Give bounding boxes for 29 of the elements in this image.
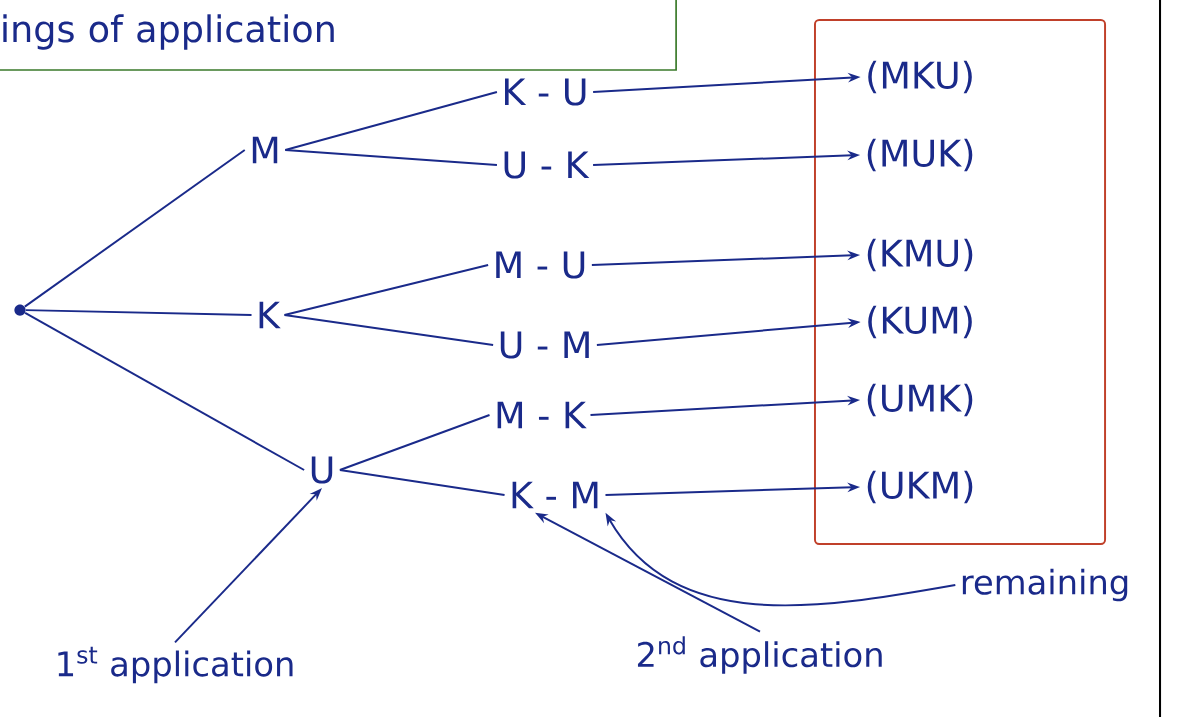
pair-label: M - K (497, 401, 587, 429)
branch-line (24, 311, 306, 471)
permutation-label: (MUK) (867, 138, 973, 172)
permutation-label: (MKU) (868, 60, 972, 94)
branch-line (283, 264, 490, 316)
note-label: 1$^{st}$ application (58, 646, 293, 684)
title-box: ings of application (0, 0, 677, 71)
letter-label: M (252, 136, 278, 164)
branch-line (283, 314, 495, 346)
note-label: 2$^{nd}$ application (637, 636, 882, 674)
permutation-label: (UKM) (867, 470, 973, 504)
branch-line (284, 149, 498, 166)
branch-line (24, 309, 253, 316)
branch-line (284, 91, 498, 151)
permutation-label: (UMK) (867, 383, 973, 417)
permutation-label: (KMU) (867, 238, 973, 272)
pair-label: U - K (504, 151, 590, 179)
letter-label: K (259, 301, 281, 329)
note-label: remaining (962, 568, 1128, 602)
branch-line (338, 414, 491, 471)
pair-label: K - U (505, 78, 586, 106)
pair-label: M - U (496, 251, 585, 279)
pair-label: K - M (512, 481, 598, 509)
result-box (814, 18, 1107, 546)
permutation-label: (KUM) (868, 305, 972, 339)
branch-line (23, 149, 246, 308)
branch-line (338, 469, 506, 496)
pair-label: U - M (500, 331, 589, 359)
letter-label: U (311, 456, 333, 484)
